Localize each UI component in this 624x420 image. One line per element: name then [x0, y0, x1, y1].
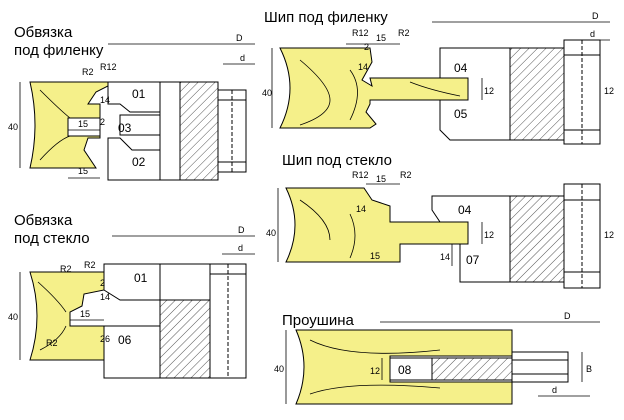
dim-R12: R12 [100, 62, 117, 72]
dim-14: 14 [358, 62, 368, 72]
dim-D: D [592, 11, 599, 21]
dim-d: d [240, 53, 245, 63]
part-04: 04 [454, 61, 468, 75]
title-obvyazka-filenka-line2: под филенку [14, 42, 104, 59]
dim-26: 26 [100, 334, 110, 344]
cutter-hub-hatched [179, 81, 219, 181]
dim-40: 40 [8, 122, 18, 132]
dim-40: 40 [274, 364, 284, 374]
dim-d: d [590, 29, 595, 39]
title-obvyazka-filenka-line1: Обвязка [14, 24, 73, 41]
dim-40: 40 [262, 88, 272, 98]
part-03: 03 [118, 121, 132, 135]
dim-14: 14 [100, 292, 110, 302]
dim-12-left: 12 [484, 230, 494, 240]
drawing-ship-filenka [271, 21, 610, 145]
part-07: 07 [466, 253, 480, 267]
dim-14-bottom: 14 [440, 252, 450, 262]
dim-R12: R12 [352, 170, 369, 180]
dim-R2-a: R2 [60, 264, 72, 274]
title-obvyazka-steklo-line2: под стекло [14, 230, 90, 247]
dim-15-bottom: 15 [78, 166, 88, 176]
drawing-obvyazka-filenka [19, 43, 255, 181]
part-01: 01 [132, 87, 146, 101]
dim-15-top: 15 [376, 174, 386, 184]
dim-12-right: 12 [604, 86, 614, 96]
groove [67, 117, 101, 137]
workpiece-profile [29, 271, 105, 361]
dim-2: 2 [364, 42, 369, 52]
part-05: 05 [454, 107, 468, 121]
dim-D: D [238, 225, 245, 235]
dim-d: d [238, 243, 243, 253]
dim-14-top: 14 [356, 204, 366, 214]
workpiece-profile [285, 187, 469, 263]
dim-12-right: 12 [604, 230, 614, 240]
dim-12-left: 12 [484, 86, 494, 96]
title-ship-steklo: Шип под стекло [282, 152, 393, 169]
dim-D: D [236, 33, 243, 43]
dim-2: 2 [100, 278, 105, 288]
dim-15-mid: 15 [78, 119, 88, 129]
dim-R2: R2 [398, 28, 410, 38]
dim-14: 14 [100, 95, 110, 105]
part-04: 04 [458, 203, 472, 217]
dim-15: 15 [80, 309, 90, 319]
drawing-prousina [285, 321, 600, 405]
title-prousina: Проушина [282, 312, 354, 329]
workpiece-profile [279, 47, 469, 129]
part-06: 06 [118, 333, 132, 347]
part-08: 08 [398, 363, 412, 377]
dim-R2-c: R2 [46, 338, 58, 348]
title-ship-filenka: Шип под филенку [264, 9, 388, 26]
dim-R2: R2 [82, 67, 94, 77]
dim-B: B [586, 364, 592, 374]
dim-2: 2 [100, 117, 105, 127]
drawing-obvyazka-steklo [19, 235, 255, 379]
dim-R2-b: R2 [84, 260, 96, 270]
dim-d: d [552, 385, 557, 395]
cutter-outline [103, 263, 161, 379]
dim-D: D [564, 311, 571, 321]
workpiece-profile [295, 329, 513, 405]
title-obvyazka-steklo-line1: Обвязка [14, 212, 73, 229]
dim-15-bottom: 15 [370, 251, 380, 261]
dim-15: 15 [376, 33, 386, 43]
part-01: 01 [134, 271, 148, 285]
dim-R2: R2 [400, 170, 412, 180]
dim-12: 12 [370, 366, 380, 376]
part-02: 02 [132, 155, 146, 169]
dim-40: 40 [266, 228, 276, 238]
dim-40: 40 [8, 312, 18, 322]
drawing-ship-steklo [277, 183, 601, 289]
dim-R12: R12 [352, 28, 369, 38]
